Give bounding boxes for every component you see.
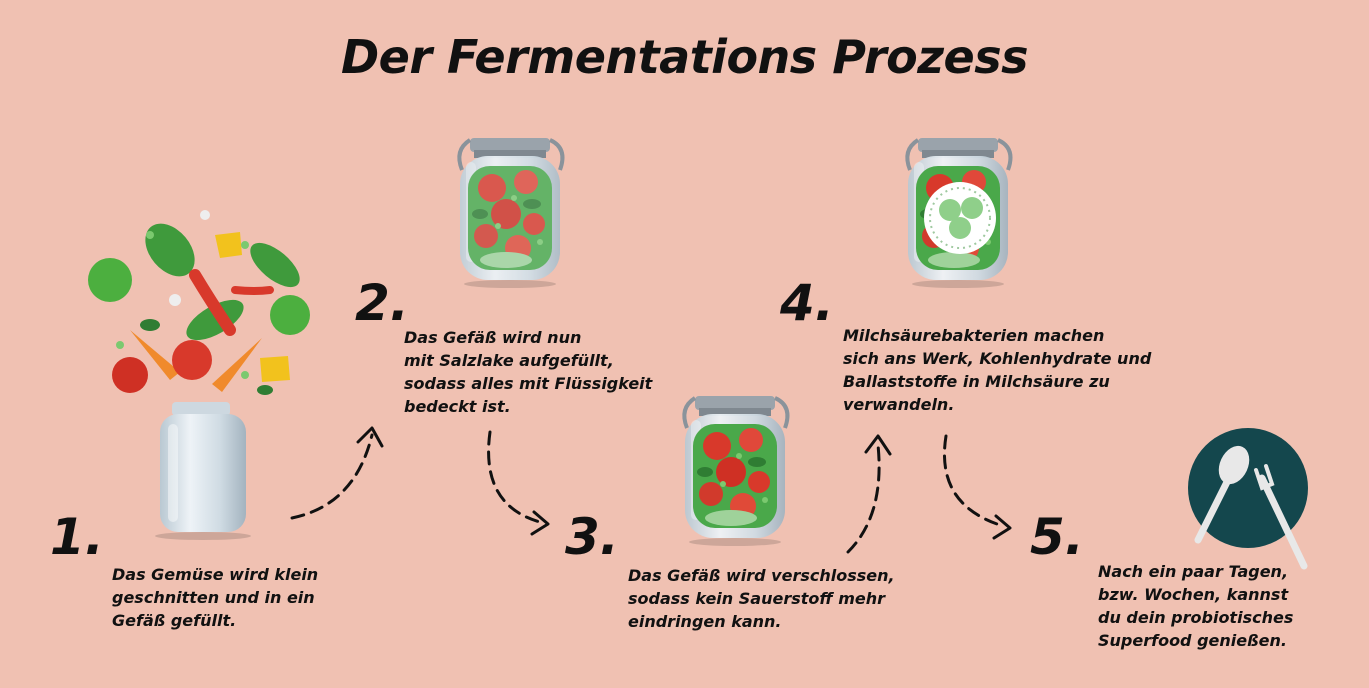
step-4-line: Milchsäurebakterien machen [843,326,1105,345]
dashed-arrow-heads [356,426,1012,540]
step-2-line: Das Gefäß wird nun [404,328,582,347]
vegetables-icon [88,210,310,395]
step-5-line: Superfood genießen. [1098,631,1287,650]
step-4-description: Milchsäurebakterien machen sich ans Werk… [843,324,1151,416]
step-1-number: 1. [50,508,104,566]
step-5-number: 5. [1030,508,1084,566]
step-3-description: Das Gefäß wird verschlossen, sodass kein… [628,564,895,633]
empty-jar-icon [155,402,251,540]
step-5-line: bzw. Wochen, kannst [1098,585,1289,604]
step-1-description: Das Gemüse wird klein geschnitten und in… [112,563,318,632]
step-1-line: Das Gemüse wird klein [112,565,319,584]
step-2-line: sodass alles mit Flüssigkeit [404,374,653,393]
step-3-number: 3. [565,508,619,566]
step-3-line: Das Gefäß wird verschlossen, [628,566,895,585]
step-4-line: verwandeln. [843,395,955,414]
step-2-description: Das Gefäß wird nun mit Salzlake aufgefül… [404,326,652,418]
step-1-line: geschnitten und in ein [112,588,315,607]
step-4-number: 4. [780,274,834,332]
bacteria-jar-icon [905,136,1013,290]
step-5-description: Nach ein paar Tagen, bzw. Wochen, kannst… [1098,560,1293,652]
step-2-line: mit Salzlake aufgefüllt, [404,351,614,370]
step-3-line: eindringen kann. [628,612,782,631]
sealed-jar-icon [682,394,790,548]
step-2-line: bedeckt ist. [404,397,511,416]
step-5-line: Nach ein paar Tagen, [1098,562,1289,581]
page-title: Der Fermentations Prozess [340,30,1029,84]
step-3-line: sodass kein Sauerstoff mehr [628,589,886,608]
plate-cutlery-icon [1188,428,1308,570]
step-4-line: sich ans Werk, Kohlenhydrate und [843,349,1152,368]
step-2-number: 2. [355,274,409,332]
step-4-line: Ballaststoffe in Milchsäure zu [843,372,1110,391]
step-1-line: Gefäß gefüllt. [112,611,237,630]
brine-jar-icon [457,136,565,290]
step-5-line: du dein probiotisches [1098,608,1294,627]
dashed-arrow-icon [290,430,1005,554]
